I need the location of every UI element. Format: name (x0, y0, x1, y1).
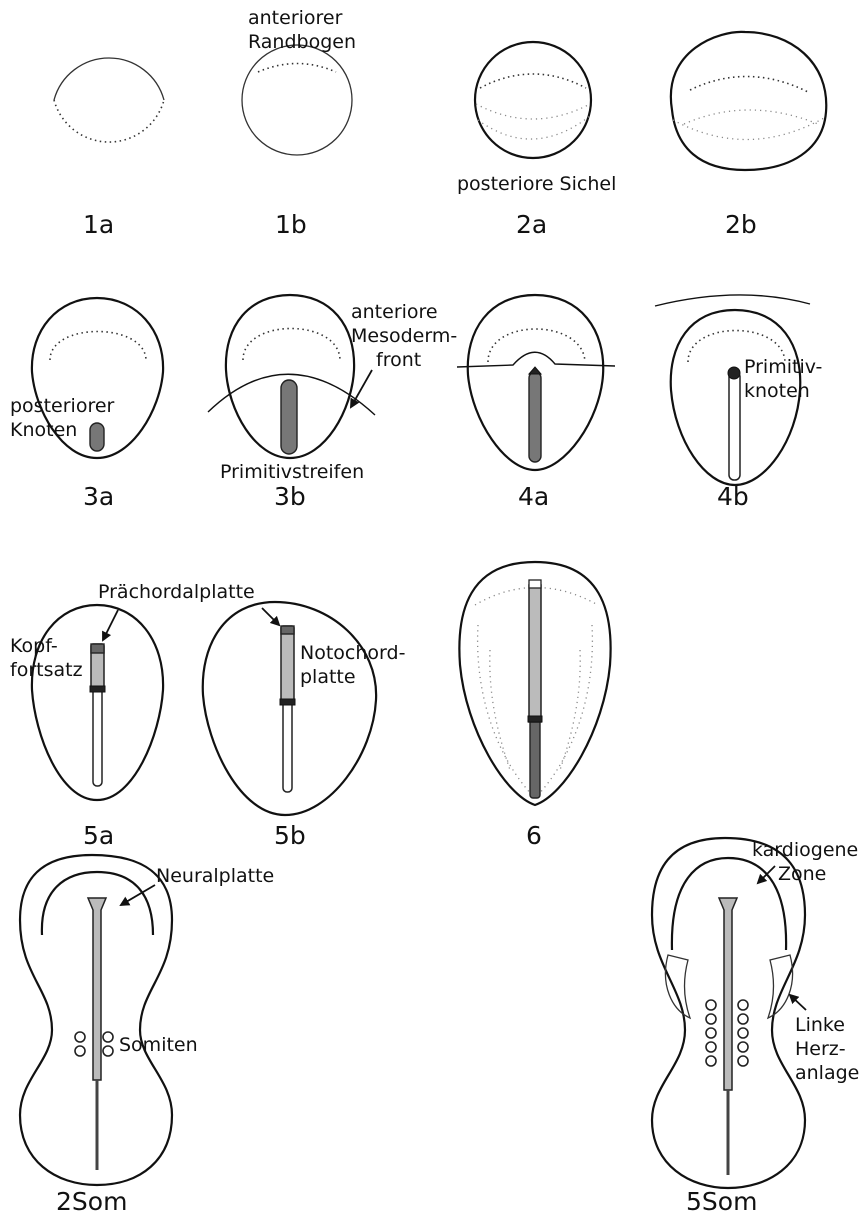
embryo-3b: anteriore Mesoderm- front Primitivstreif… (208, 295, 457, 511)
embryo-6: 6 (459, 562, 610, 850)
stage-label-5som: 5Som (686, 1187, 757, 1216)
label-somites: Somiten (119, 1034, 198, 1056)
label-head-process-1: Kopf- (10, 635, 58, 657)
embryo-5a: Prächordalplatte Kopf- fortsatz 5a (10, 581, 255, 850)
label-anterior-rim-1: anteriorer (248, 7, 343, 29)
stage-label-3b: 3b (274, 482, 306, 511)
label-posterior-node-2: Knoten (10, 419, 77, 441)
label-primitive-node-2: knoten (744, 380, 810, 402)
stage-label-1b: 1b (275, 210, 307, 239)
stage-label-5a: 5a (83, 821, 114, 850)
embryo-1a: 1a (54, 58, 164, 239)
embryo-5som: kardiogene Zone Linke Herz- anlage 5Som (652, 838, 859, 1216)
label-mesoderm-front-3: front (376, 349, 421, 371)
stage-label-2a: 2a (516, 210, 547, 239)
stage-label-1a: 1a (83, 210, 114, 239)
embryo-2som: Neuralplatte Somiten 2Som (20, 855, 274, 1216)
embryo-1b: anteriorer Randbogen 1b (242, 7, 356, 239)
label-cardiogenic-zone-1: kardiogene (752, 839, 858, 861)
label-primitive-node-1: Primitiv- (744, 356, 822, 378)
label-prechordal-plate: Prächordalplatte (98, 581, 255, 603)
label-left-heart-1: Linke (795, 1014, 845, 1036)
label-left-heart-3: anlage (795, 1062, 859, 1084)
label-head-process-2: fortsatz (10, 659, 83, 681)
stage-label-4a: 4a (518, 482, 549, 511)
label-mesoderm-front-1: anteriore (351, 301, 438, 323)
label-notochord-plate-1: Notochord- (300, 642, 405, 664)
embryo-4a: 4a (457, 295, 615, 511)
stage-label-4b: 4b (717, 482, 749, 511)
stage-label-3a: 3a (83, 482, 114, 511)
label-notochord-plate-2: platte (300, 666, 356, 688)
embryo-5b: Notochord- platte 5b (203, 602, 406, 850)
label-anterior-rim-2: Randbogen (248, 31, 356, 53)
label-neural-plate: Neuralplatte (156, 865, 274, 887)
label-left-heart-2: Herz- (795, 1038, 846, 1060)
stage-label-6: 6 (526, 821, 542, 850)
label-cardiogenic-zone-2: Zone (778, 863, 826, 885)
stage-label-5b: 5b (274, 821, 306, 850)
label-mesoderm-front-2: Mesoderm- (351, 325, 457, 347)
label-primitive-streak: Primitivstreifen (220, 461, 364, 483)
embryo-2a: posteriore Sichel 2a (457, 42, 616, 239)
embryo-3a: posteriorer Knoten 3a (10, 298, 163, 511)
embryo-4b: Primitiv- knoten 4b (655, 295, 822, 511)
label-posterior-node-1: posteriorer (10, 395, 115, 417)
label-posterior-sickle: posteriore Sichel (457, 173, 616, 195)
stage-label-2b: 2b (725, 210, 757, 239)
stage-label-2som: 2Som (56, 1187, 127, 1216)
embryo-2b: 2b (671, 32, 826, 239)
